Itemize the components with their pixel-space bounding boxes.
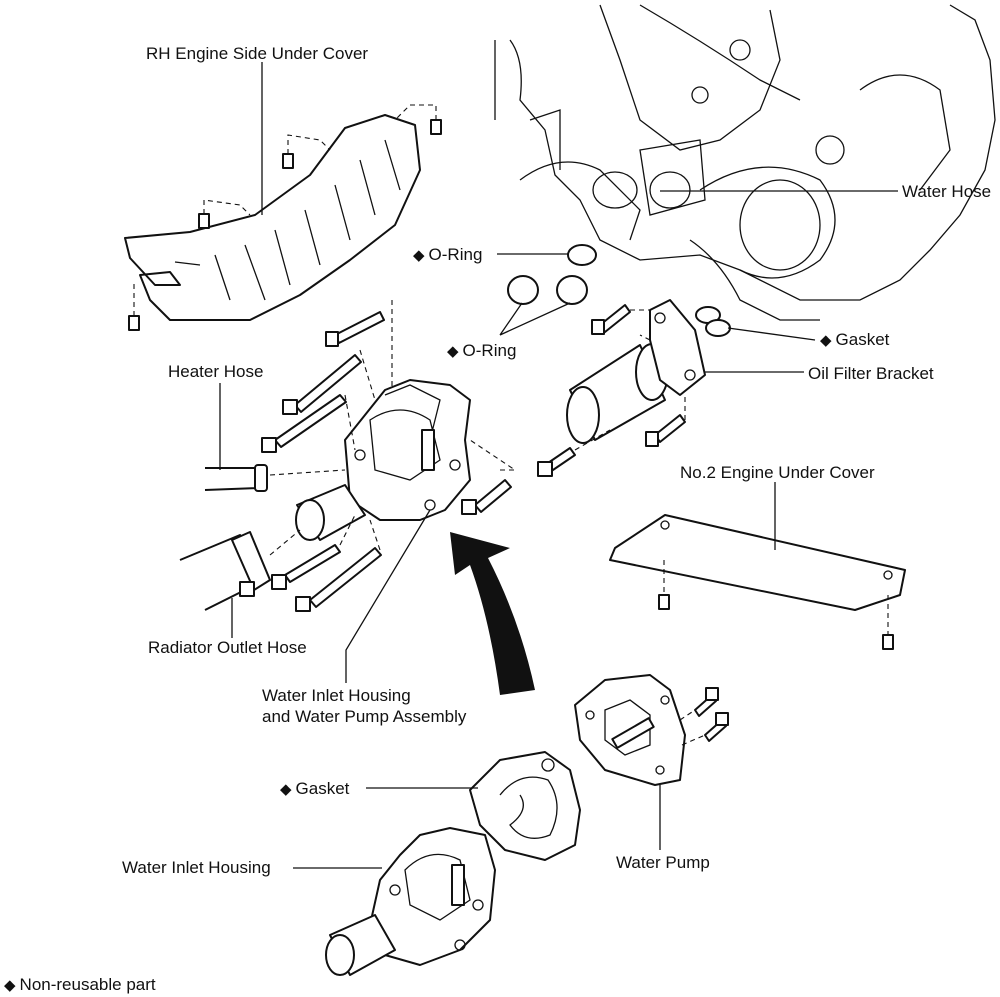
water-inlet-housing-assembly-part — [295, 379, 471, 541]
gasket-right-part — [695, 306, 731, 337]
label-gasket-lower: ◆Gasket — [280, 779, 349, 800]
label-water-inlet-housing-assembly-line2: and Water Pump Assembly — [262, 707, 467, 726]
non-reusable-diamond-icon: ◆ — [447, 343, 459, 360]
o-ring-upper-text: O-Ring — [428, 245, 483, 264]
gasket-lower-part — [469, 751, 581, 861]
label-radiator-outlet-hose: Radiator Outlet Hose — [148, 638, 307, 657]
o-ring-parts — [507, 275, 588, 305]
non-reusable-diamond-icon: ◆ — [280, 781, 292, 798]
label-water-inlet-housing: Water Inlet Housing — [122, 858, 271, 877]
label-o-ring-lower: ◆O-Ring — [447, 341, 516, 362]
label-oil-filter-bracket: Oil Filter Bracket — [808, 364, 934, 383]
heater-hose-part — [204, 464, 346, 492]
rh-engine-side-under-cover-part — [124, 104, 442, 331]
label-water-pump: Water Pump — [616, 853, 710, 872]
no2-engine-under-cover-part — [609, 514, 906, 650]
legend-non-reusable-part: ◆Non-reusable part — [4, 975, 156, 996]
engine-block-illustration — [494, 4, 996, 321]
cover-bolts — [128, 119, 442, 331]
label-o-ring-upper: ◆O-Ring — [413, 245, 482, 266]
gasket-right-text: Gasket — [835, 330, 890, 349]
label-leader-lines — [219, 62, 898, 869]
assembly-bolts — [261, 311, 512, 612]
label-gasket-right: ◆Gasket — [820, 330, 889, 351]
non-reusable-diamond-icon: ◆ — [4, 977, 16, 994]
legend-text: Non-reusable part — [19, 975, 156, 994]
label-rh-engine-side-under-cover: RH Engine Side Under Cover — [146, 44, 369, 63]
non-reusable-diamond-icon: ◆ — [413, 247, 425, 264]
radiator-outlet-hose-part — [179, 529, 301, 611]
label-no2-engine-under-cover: No.2 Engine Under Cover — [680, 463, 875, 482]
gasket-lower-text: Gasket — [295, 779, 350, 798]
water-inlet-housing-part — [325, 827, 496, 976]
assembly-direction-arrow — [450, 532, 535, 695]
oil-filter-and-bracket-part — [537, 299, 706, 477]
label-water-hose: Water Hose — [902, 182, 992, 201]
label-water-inlet-housing-assembly-line1: Water Inlet Housing — [262, 686, 411, 705]
label-heater-hose: Heater Hose — [168, 362, 264, 381]
water-pump-part — [574, 674, 729, 786]
non-reusable-diamond-icon: ◆ — [820, 332, 832, 349]
o-ring-lower-text: O-Ring — [462, 341, 517, 360]
